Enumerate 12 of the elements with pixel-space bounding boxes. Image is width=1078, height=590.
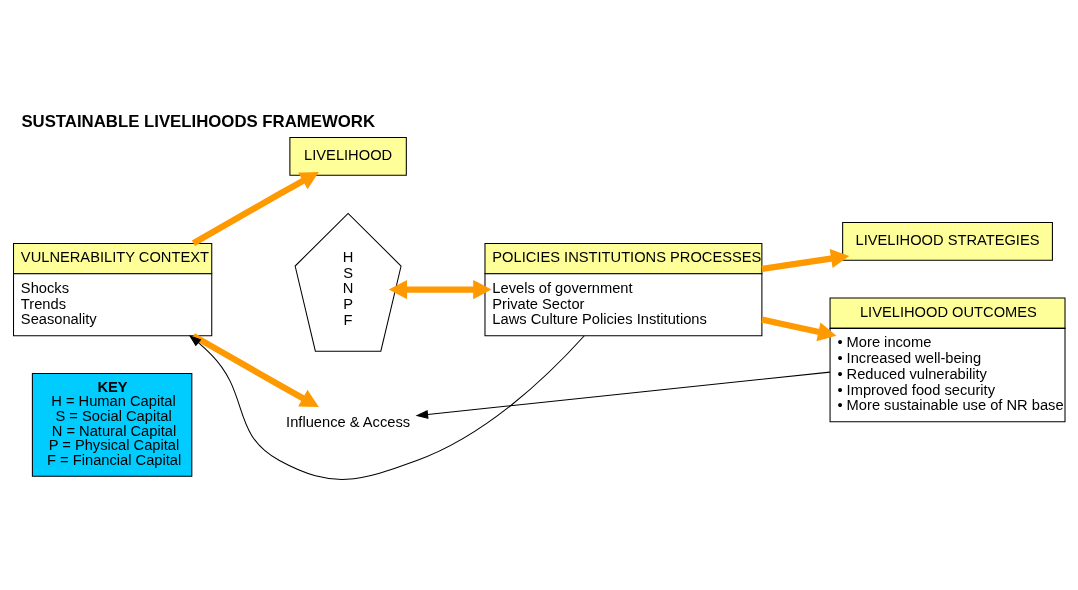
diagram-title: SUSTAINABLE LIVELIHOODS FRAMEWORK — [21, 111, 376, 131]
node-box: LIVELIHOOD — [289, 136, 407, 176]
arrow — [761, 249, 850, 273]
arrow — [388, 279, 492, 300]
arrow — [761, 316, 837, 342]
arrow — [191, 333, 319, 408]
arrow — [188, 334, 585, 480]
node-text: Influence & Access — [286, 413, 411, 430]
arrow — [191, 172, 319, 246]
node-box: KEY H = Human Capital S = Social Capital N = Natural Capital P = Physical Capital F = Financial Capital — [31, 372, 193, 477]
arrow — [415, 371, 831, 419]
node-box: LIVELIHOOD STRATEGIES — [842, 221, 1053, 261]
